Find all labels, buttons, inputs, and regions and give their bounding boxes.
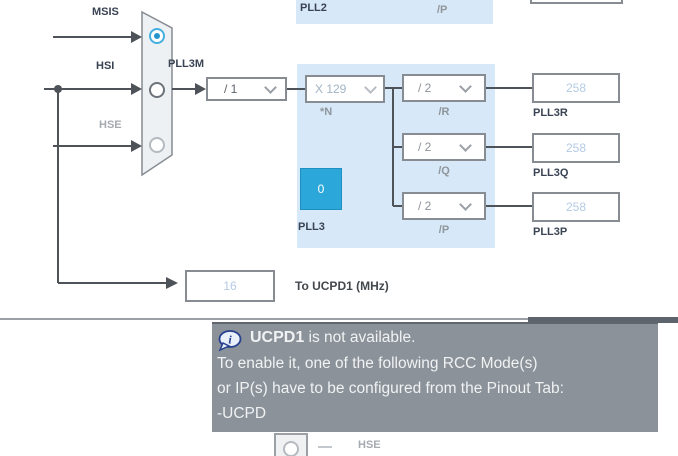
pll2p-output-box-cut xyxy=(530,0,623,4)
pll3-fracn-box[interactable]: 0 xyxy=(300,168,342,210)
pll3n-multiplier-dropdown[interactable]: X 129 xyxy=(305,75,385,103)
pll3p-output-label: PLL3P xyxy=(533,226,568,238)
ucpd-output-label: To UCPD1 (MHz) xyxy=(295,279,389,293)
pll3r-output-value: 258 xyxy=(565,81,587,95)
pll3r-divider-label: /R xyxy=(438,106,450,118)
pll2-p-divider-label: /P xyxy=(437,4,448,16)
pll3n-multiplier-value: X 129 xyxy=(315,82,347,96)
pll3q-divider-value: / 2 xyxy=(418,140,432,154)
tooltip-title: UCPD1 xyxy=(250,329,305,346)
arrowhead-icon xyxy=(131,83,142,95)
chevron-down-icon xyxy=(364,81,377,94)
pll3p-divider-label: /P xyxy=(438,224,450,236)
pll2-block xyxy=(296,0,493,24)
tooltip-line-2: To enable it, one of the following RCC M… xyxy=(217,355,538,372)
chevron-down-icon xyxy=(264,81,277,94)
pll3m-label: PLL3M xyxy=(168,58,205,70)
bottom-mux-label-hse: HSE xyxy=(358,439,381,451)
radio-bottom-hse[interactable] xyxy=(283,441,299,456)
pll3r-divider-dropdown[interactable]: / 2 xyxy=(402,74,486,102)
pll3q-output-box: 258 xyxy=(532,133,620,163)
tooltip-title-line: UCPD1 is not available. xyxy=(250,329,415,347)
ucpd-unavailable-tooltip: i UCPD1 is not available. To enable it, … xyxy=(212,322,658,432)
pll3q-divider-dropdown[interactable]: / 2 xyxy=(402,133,486,161)
pll3q-divider-label: /Q xyxy=(438,165,450,177)
mux-input-label-hsi: HSI xyxy=(96,60,115,72)
mux-input-label-hse: HSE xyxy=(99,119,122,131)
pll3m-divider-dropdown[interactable]: / 1 xyxy=(206,77,287,101)
arrowhead-icon xyxy=(131,31,142,43)
pll3-fracn-value: 0 xyxy=(317,182,325,196)
bottom-wire-fragment xyxy=(318,446,332,448)
pll3r-output-box: 258 xyxy=(532,73,620,103)
svg-text:i: i xyxy=(228,333,232,347)
pll3-label: PLL3 xyxy=(298,221,325,233)
tooltip-line-4: -UCPD xyxy=(217,405,267,422)
panel-divider-bar xyxy=(528,317,678,323)
pll2-label: PLL2 xyxy=(300,2,327,14)
radio-source-hse[interactable] xyxy=(149,137,165,153)
pll3n-label: *N xyxy=(320,106,333,118)
panel-divider-line xyxy=(0,318,528,320)
pll3p-divider-value: / 2 xyxy=(418,199,432,213)
mux-input-label-msis: MSIS xyxy=(92,6,119,18)
radio-source-msis[interactable] xyxy=(149,28,165,44)
info-bubble-icon: i xyxy=(218,330,242,352)
pll3q-output-value: 258 xyxy=(565,141,587,155)
ucpd-freq-box: 16 xyxy=(185,270,275,302)
radio-source-hsi[interactable] xyxy=(149,82,165,98)
pll3r-output-label: PLL3R xyxy=(533,107,568,119)
pll3p-output-value: 258 xyxy=(565,200,587,214)
pll3m-divider-value: / 1 xyxy=(224,82,238,96)
ucpd-freq-value: 16 xyxy=(223,279,237,293)
tooltip-title-suffix: is not available. xyxy=(304,329,416,346)
pll3p-divider-dropdown[interactable]: / 2 xyxy=(402,192,486,220)
pll3q-output-label: PLL3Q xyxy=(533,167,569,179)
chevron-down-icon xyxy=(459,198,472,211)
pll3p-output-box: 258 xyxy=(532,192,620,222)
arrowhead-icon xyxy=(131,140,142,152)
chevron-down-icon xyxy=(459,80,472,93)
junction-dot xyxy=(54,85,62,93)
tooltip-line-3: or IP(s) have to be configured from the … xyxy=(217,380,564,397)
arrowhead-icon xyxy=(195,83,206,95)
arrowhead-icon xyxy=(166,277,178,289)
pll3r-divider-value: / 2 xyxy=(418,81,432,95)
chevron-down-icon xyxy=(459,139,472,152)
